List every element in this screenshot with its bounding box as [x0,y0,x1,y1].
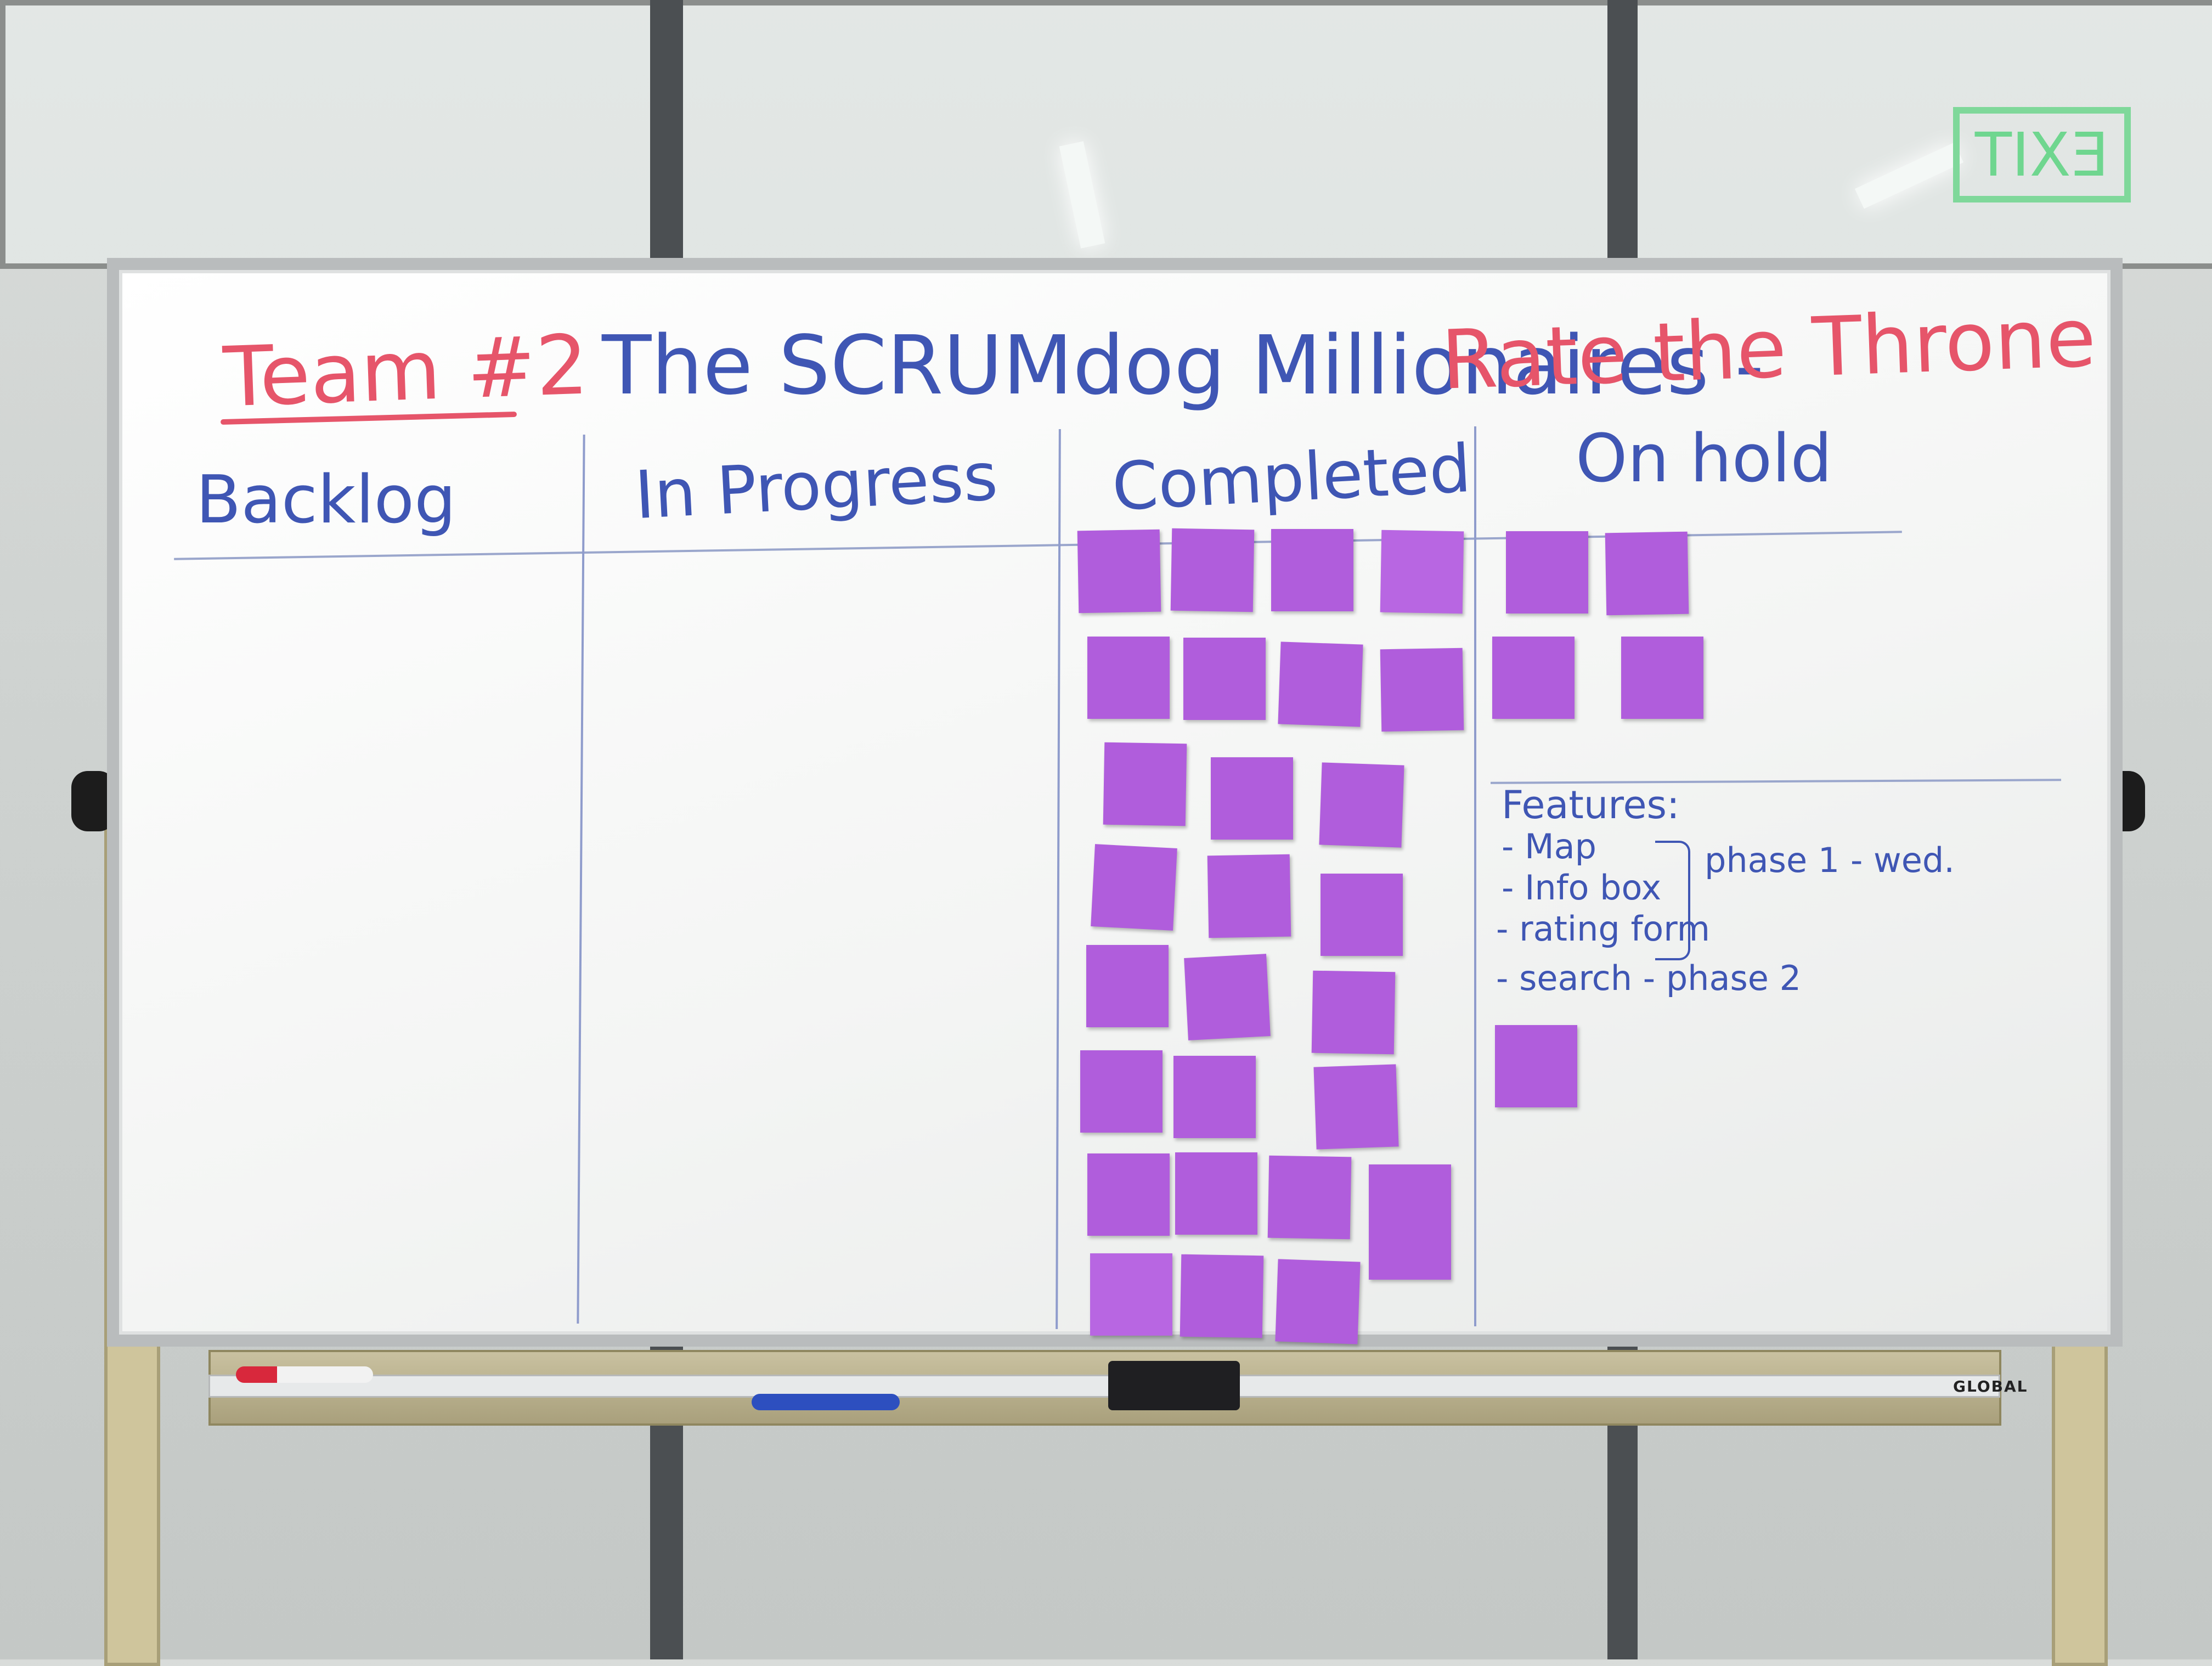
sticky-note[interactable] [1173,1056,1256,1138]
feature-item-search: - search - phase 2 [1496,958,1802,998]
sticky-note[interactable] [1211,757,1293,840]
feature-item-rating-form: - rating form [1496,909,1711,949]
sticky-note[interactable] [1506,531,1588,614]
sticky-note[interactable] [1278,641,1363,727]
sticky-note[interactable] [1605,531,1689,616]
sticky-note[interactable] [1077,529,1161,614]
feature-item-info-box: - Info box [1502,868,1662,908]
sticky-note[interactable] [1313,1064,1399,1150]
marker-tray-lip [208,1375,2000,1398]
sticky-note[interactable] [1369,1164,1451,1280]
background-window-center [675,0,1618,269]
column-header-on-hold: On hold [1576,421,1832,497]
red-marker[interactable] [236,1366,373,1383]
sticky-note[interactable] [1090,1253,1172,1336]
column-header-in-progress: In Progress [633,438,1000,534]
sticky-note[interactable] [1086,945,1169,1027]
sticky-note[interactable] [1380,530,1464,614]
column-divider-2 [1056,429,1061,1330]
sticky-note[interactable] [1275,1259,1361,1344]
sticky-note[interactable] [1319,762,1404,848]
sticky-note[interactable] [1492,637,1575,719]
sticky-note[interactable] [1621,637,1703,719]
sticky-note[interactable] [1271,529,1353,611]
column-divider-3 [1474,426,1476,1326]
sticky-note[interactable] [1103,742,1187,826]
phase-1-note: phase 1 - wed. [1705,840,1955,880]
sticky-note[interactable] [1087,637,1170,719]
sticky-note[interactable] [1311,970,1396,1055]
background-window-right [1624,0,2212,269]
sticky-note[interactable] [1087,1153,1170,1236]
blue-marker[interactable] [752,1394,900,1410]
sticky-note[interactable] [1080,1050,1163,1133]
sticky-note[interactable] [1495,1025,1577,1107]
features-bracket [1655,841,1690,960]
team-label: Team #2 [222,317,590,426]
sticky-note[interactable] [1170,528,1255,612]
whiteboard-eraser[interactable] [1108,1361,1240,1410]
sticky-note[interactable] [1267,1155,1352,1240]
sticky-note[interactable] [1184,954,1271,1040]
sticky-note[interactable] [1321,874,1403,956]
sticky-note[interactable] [1183,638,1266,720]
sticky-note[interactable] [1180,1254,1264,1338]
sticky-note[interactable] [1091,844,1177,931]
project-title: The SCRUMdog Millionaires - [602,318,1764,413]
project-subtitle: Rate the Throne [1440,290,2098,408]
tray-brand-label: GLOBAL [1953,1377,2028,1395]
exit-sign: EXIT [1953,107,2131,202]
features-heading: Features: [1502,783,1680,828]
sticky-note[interactable] [1380,648,1464,732]
sticky-note[interactable] [1207,854,1291,938]
feature-item-map: - Map [1502,826,1596,866]
column-header-backlog: Backlog [196,462,456,538]
column-divider-1 [577,435,585,1324]
whiteboard: Team #2 The SCRUMdog Millionaires - Rate… [107,258,2123,1347]
sticky-note[interactable] [1175,1152,1257,1235]
background-window-left [0,0,669,269]
column-header-completed: Completed [1110,430,1473,526]
